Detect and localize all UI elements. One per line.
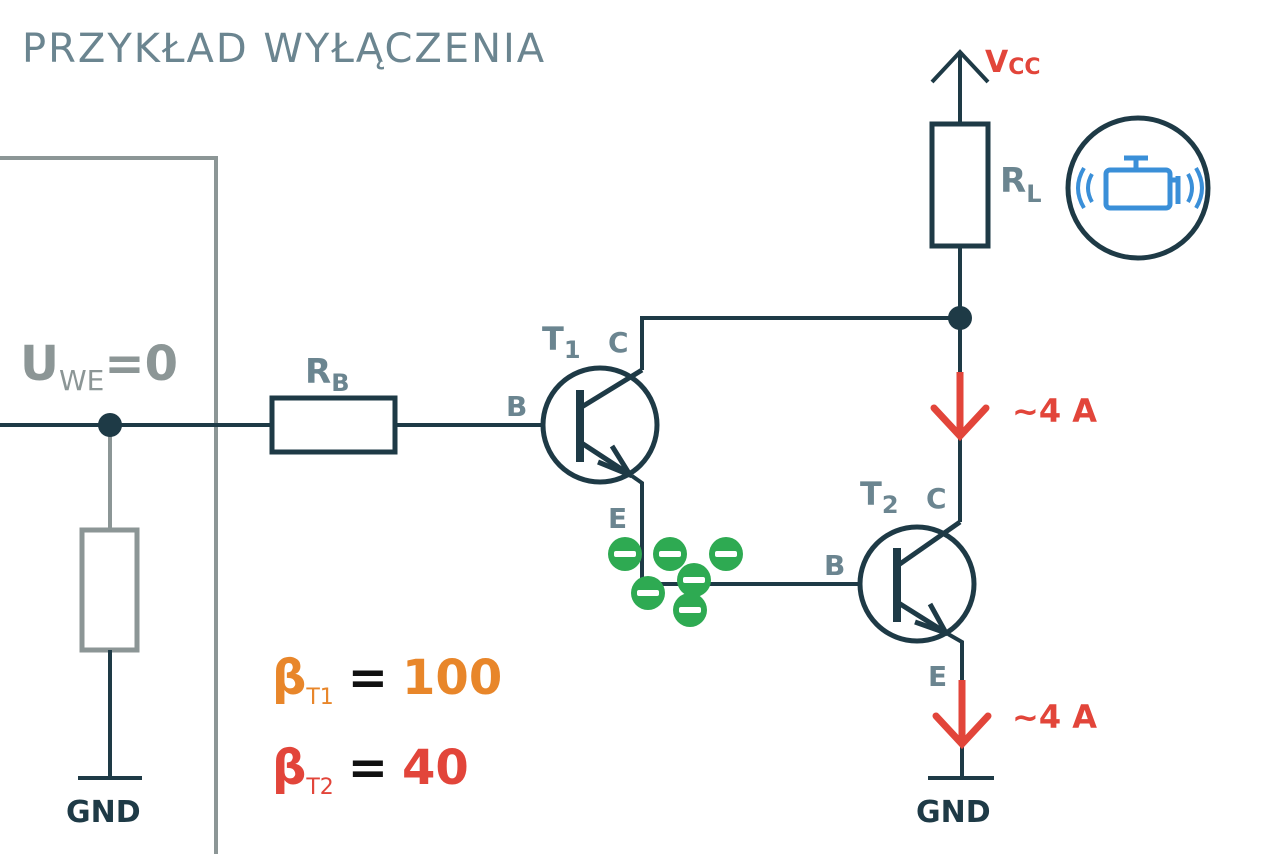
t2-label: T2 bbox=[860, 475, 899, 519]
t2-collector-lead bbox=[895, 519, 962, 569]
current-arrow-bottom-head bbox=[932, 712, 992, 750]
t1-collector-label: C bbox=[608, 326, 629, 359]
electron-icon bbox=[631, 576, 665, 610]
ground-right-label: GND bbox=[916, 795, 991, 830]
t2-emitter-arrow bbox=[914, 602, 949, 636]
t1-label: T1 bbox=[542, 320, 581, 364]
rl-resistor bbox=[929, 121, 991, 249]
input-voltage-label: UWE=0 bbox=[20, 336, 178, 397]
current-arrow-top-head bbox=[930, 404, 990, 442]
electron-icon bbox=[673, 593, 707, 627]
current-label-bottom: ~4 A bbox=[1012, 698, 1097, 736]
beta-t2-label: βT2=40 bbox=[272, 740, 469, 800]
engine-check-icon bbox=[1065, 115, 1211, 261]
electron-icon bbox=[608, 537, 642, 571]
ground-left-label: GND bbox=[66, 795, 141, 830]
electron-charges bbox=[608, 537, 743, 627]
t1-body bbox=[540, 365, 660, 485]
input-panel-border bbox=[0, 156, 218, 854]
t1-emitter-label: E bbox=[608, 502, 627, 535]
t1-base-label: B bbox=[506, 390, 527, 423]
t2-base-label: B bbox=[824, 549, 845, 582]
t2-emitter-label: E bbox=[928, 660, 947, 693]
rl-label: RL bbox=[1000, 161, 1041, 208]
electron-icon bbox=[653, 537, 687, 571]
vcc-arrow bbox=[930, 49, 990, 84]
t2-body bbox=[857, 524, 977, 644]
input-node bbox=[98, 413, 122, 437]
t1-collector-lead bbox=[578, 367, 644, 411]
current-label-top: ~4 A bbox=[1012, 392, 1097, 430]
t2-collector-label: C bbox=[926, 482, 947, 515]
electron-icon bbox=[709, 537, 743, 571]
electron-icon bbox=[677, 563, 711, 597]
rb-resistor bbox=[269, 395, 398, 455]
t1-collector-wire bbox=[640, 316, 960, 370]
t1-emitter-arrow bbox=[597, 444, 633, 478]
page-title: PRZYKŁAD WYŁĄCZENIA bbox=[22, 26, 546, 72]
beta-t1-label: βT1=100 bbox=[272, 650, 502, 710]
pulldown-resistor bbox=[79, 527, 140, 653]
t1-emitter-wire bbox=[630, 474, 870, 586]
vcc-label: VCC bbox=[985, 45, 1041, 80]
rb-label: RB bbox=[305, 352, 349, 397]
